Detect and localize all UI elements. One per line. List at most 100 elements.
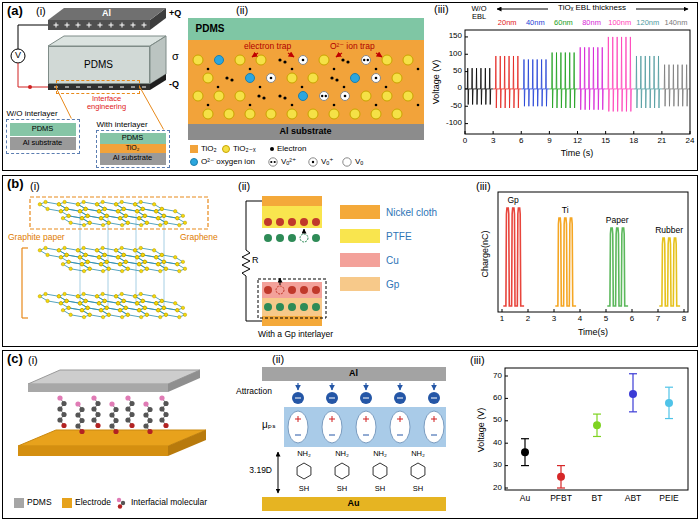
- carbon-atom: [116, 302, 119, 305]
- tick-mark: [505, 465, 508, 466]
- carbon-atom: [164, 221, 167, 224]
- tick-mark: [465, 123, 468, 124]
- carbon-atom: [133, 295, 136, 298]
- series-label: 40nm: [526, 19, 545, 27]
- plus-charge: [89, 23, 90, 28]
- carbon-atom: [122, 299, 125, 302]
- carbon-atom: [124, 306, 127, 309]
- carbon-atom: [65, 207, 68, 210]
- dipole-ellipse: [356, 411, 376, 443]
- carbon-atom: [99, 262, 102, 265]
- carbon-atom: [80, 262, 83, 265]
- molecule-atom: [113, 418, 118, 423]
- gp-layer: [262, 298, 322, 316]
- molecule-atom: [163, 412, 168, 417]
- electron-dot: [341, 58, 344, 61]
- series-label: Paper: [606, 216, 629, 225]
- node-label: Al substrate: [23, 139, 63, 147]
- plus-charge: [111, 23, 112, 28]
- electron-dot: [225, 76, 228, 79]
- molecule-atom: [75, 412, 80, 417]
- dipole-ellipse: [390, 411, 410, 443]
- minus-sign: [295, 398, 301, 399]
- carbon-atom: [162, 214, 165, 217]
- dimension-arrow: [278, 452, 279, 493]
- oxygen-ion: [351, 74, 360, 83]
- carbon-atom: [95, 295, 98, 298]
- carbon-atom: [135, 302, 138, 305]
- oxygen-vacancy: [267, 74, 276, 83]
- carbon-atom: [181, 306, 184, 309]
- legend-label: PTFE: [386, 231, 412, 242]
- carbon-atom: [105, 214, 108, 217]
- carbon-atom: [114, 295, 117, 298]
- dipole-ellipse: [424, 411, 444, 443]
- carbon-atom: [84, 299, 87, 302]
- tio2x-particle: [403, 91, 413, 101]
- carbon-atom: [157, 308, 160, 311]
- carbon-atom: [67, 260, 70, 263]
- vacancy-electron: [344, 95, 347, 98]
- carbon-atom: [157, 216, 160, 219]
- interface-region: Interface engineering: [56, 80, 140, 94]
- oxygen-vacancy: [362, 56, 371, 65]
- carbon-atom: [84, 299, 87, 302]
- carbon-atom: [122, 253, 125, 256]
- vacancy-symbol: [342, 157, 352, 167]
- carbon-atom: [97, 210, 100, 213]
- carbon-atom: [63, 200, 66, 203]
- carbon-atom: [63, 246, 66, 249]
- carbon-atom: [122, 253, 125, 256]
- carbon-atom: [157, 308, 160, 311]
- positive-charge: [276, 303, 284, 311]
- positive-charge: [264, 234, 272, 242]
- tick-mark: [505, 488, 508, 489]
- carbon-atom: [61, 308, 64, 311]
- carbon-atom: [80, 262, 83, 265]
- data-point: [557, 473, 565, 481]
- electron-dot: [417, 68, 420, 71]
- minus-sign: [363, 398, 369, 399]
- carbon-atom: [88, 267, 91, 270]
- carbon-atom: [105, 306, 108, 309]
- electron-dot: [259, 86, 262, 89]
- carbon-atom: [95, 203, 98, 206]
- molecule-atom: [147, 418, 152, 423]
- axis-tick: 40: [493, 439, 502, 448]
- vacancy-electron: [274, 161, 276, 163]
- carbon-atom: [162, 306, 165, 309]
- carbon-atom: [107, 221, 110, 224]
- axis-tick: 30: [493, 461, 502, 470]
- carbon-atom: [124, 306, 127, 309]
- molecule-atom: [95, 412, 100, 417]
- carbon-atom: [137, 262, 140, 265]
- negative-charge: [428, 392, 440, 404]
- carbon-atom: [135, 256, 138, 259]
- carbon-atom: [38, 295, 41, 298]
- symbol-label: σ: [172, 50, 179, 62]
- axis-tick: 50: [493, 416, 502, 425]
- carbon-atom: [65, 253, 68, 256]
- carbon-atom: [118, 216, 121, 219]
- carbon-atom: [160, 299, 163, 302]
- carbon-atom: [80, 308, 83, 311]
- carbon-atom: [97, 210, 100, 213]
- axis-tick: 9: [547, 137, 551, 146]
- layer-band: PDMS: [10, 123, 76, 136]
- voltage-trace: [606, 37, 634, 112]
- charge-label: +Q: [169, 9, 181, 19]
- electron-dot: [375, 68, 378, 71]
- positive-charge: [276, 234, 284, 242]
- molecule-atom: [61, 401, 66, 406]
- molecule-atom: [143, 423, 148, 428]
- carbon-atom: [57, 295, 60, 298]
- carbon-atom: [114, 203, 117, 206]
- series-label: W/O EBL: [466, 5, 492, 22]
- bracket-line: [21, 248, 22, 318]
- molecule-atom: [113, 429, 118, 434]
- molecule-atom: [79, 407, 84, 412]
- carbon-atom: [120, 292, 123, 295]
- pdms-block: PDMS: [48, 46, 150, 84]
- node-label: Al substrate: [113, 154, 153, 162]
- carbon-atom: [157, 216, 160, 219]
